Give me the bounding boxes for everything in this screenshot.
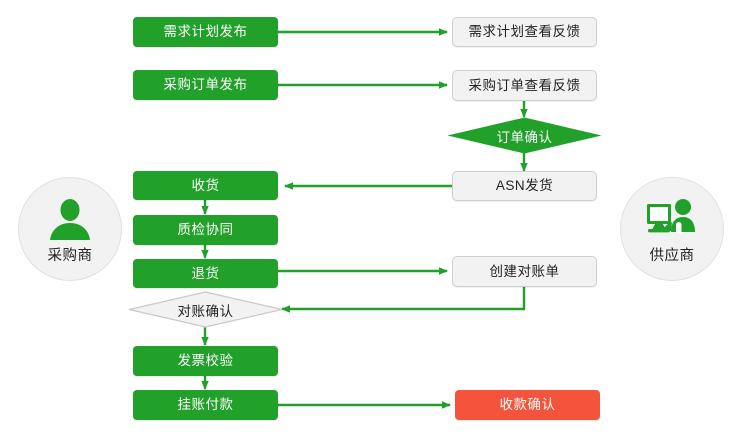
- node-receive-goods[interactable]: 收货: [133, 171, 278, 200]
- actor-supplier-label: 供应商: [649, 247, 695, 264]
- node-payable-payment[interactable]: 挂账付款: [133, 390, 278, 420]
- node-invoice-verify[interactable]: 发票校验: [133, 346, 278, 376]
- node-asn-shipment[interactable]: ASN发货: [452, 171, 597, 201]
- node-receipt-confirm[interactable]: 收款确认: [455, 390, 600, 420]
- node-quality-inspection[interactable]: 质检协同: [133, 215, 278, 245]
- edge-n10-n11: [281, 287, 526, 313]
- person-at-computer-icon: [645, 196, 699, 240]
- actor-supplier[interactable]: 供应商: [620, 177, 724, 281]
- node-create-reconciliation-sheet[interactable]: 创建对账单: [452, 256, 597, 287]
- node-purchase-order-view-feedback[interactable]: 采购订单查看反馈: [452, 70, 597, 101]
- node-reconciliation-confirm[interactable]: 对账确认: [128, 291, 283, 328]
- node-demand-plan-view-feedback[interactable]: 需求计划查看反馈: [452, 17, 597, 47]
- node-order-confirm[interactable]: 订单确认: [447, 117, 602, 154]
- person-icon: [43, 196, 97, 240]
- actor-buyer[interactable]: 采购商: [18, 177, 122, 281]
- node-purchase-order-publish[interactable]: 采购订单发布: [133, 70, 278, 100]
- actor-buyer-label: 采购商: [47, 247, 93, 264]
- node-return-goods[interactable]: 退货: [133, 259, 278, 288]
- node-demand-plan-publish[interactable]: 需求计划发布: [133, 17, 278, 47]
